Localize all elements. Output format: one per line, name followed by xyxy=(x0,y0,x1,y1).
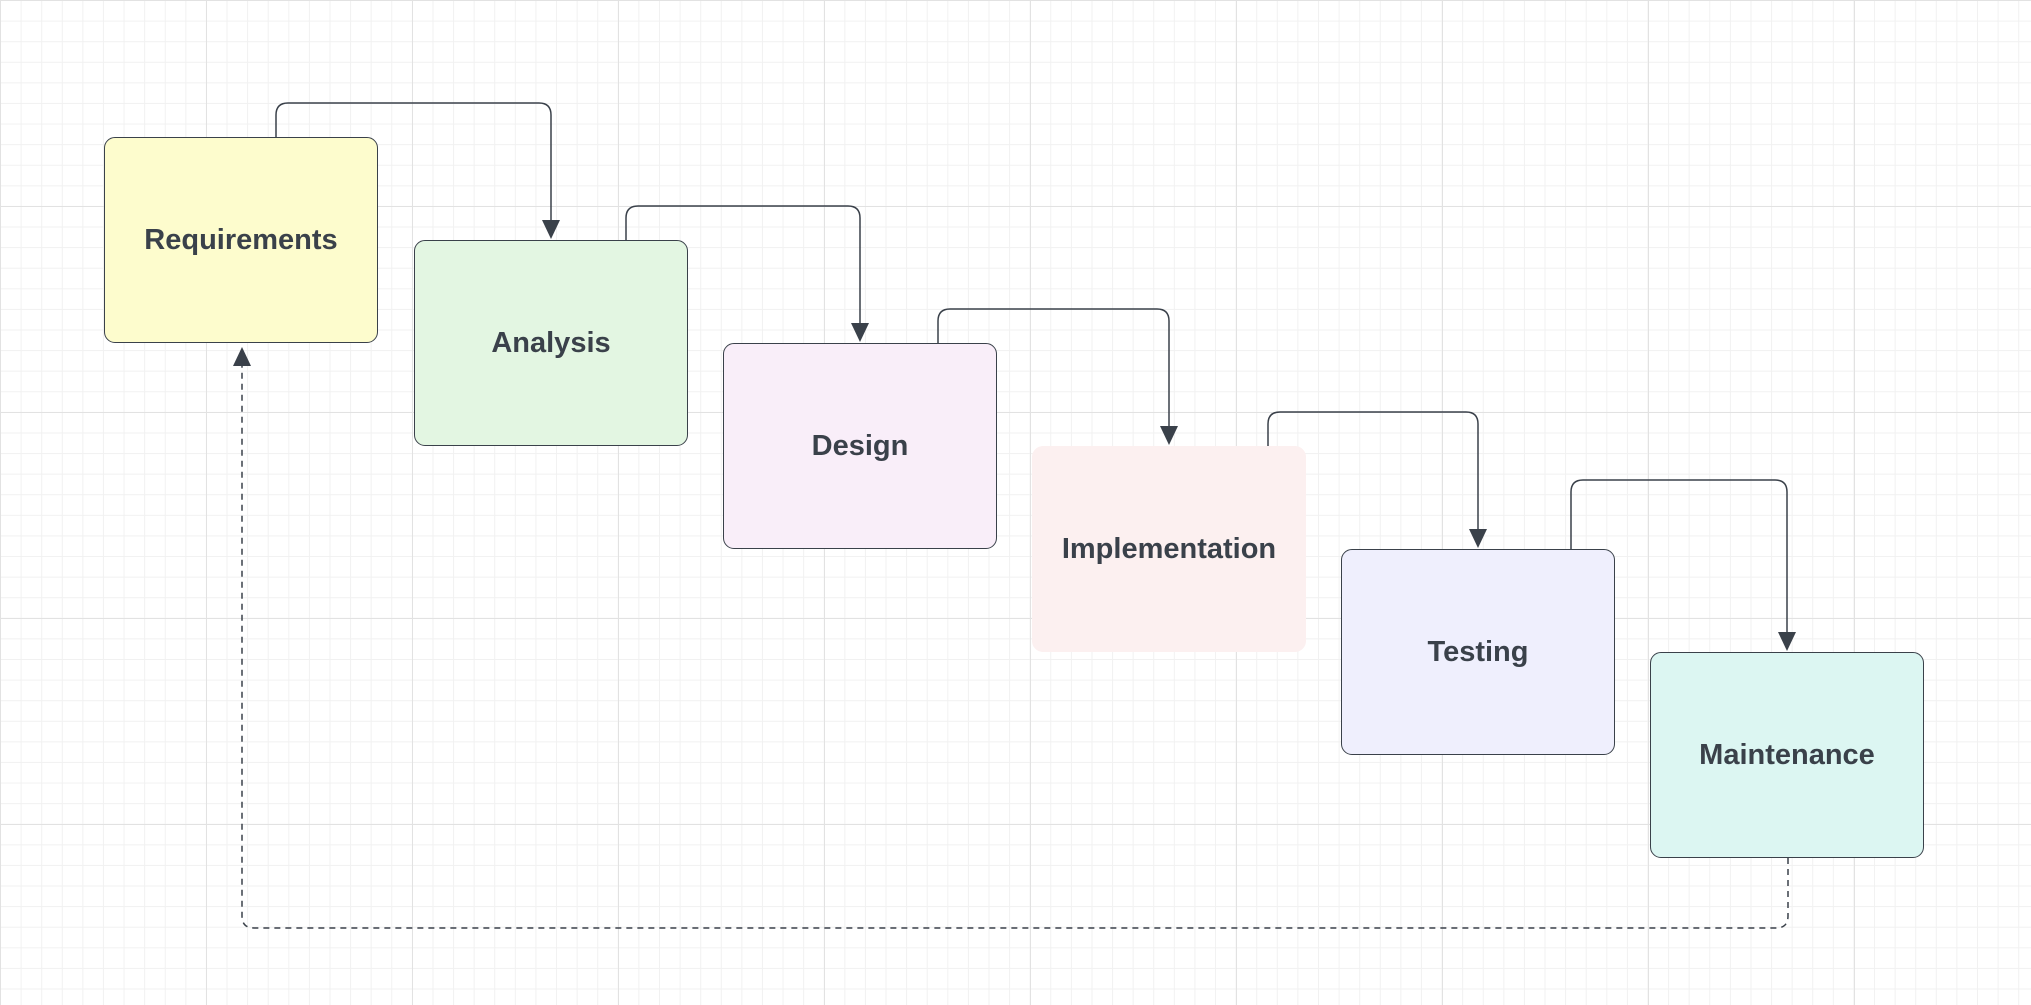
arrowhead-icon xyxy=(1469,529,1487,548)
stage-label: Design xyxy=(811,429,909,462)
stage-label: Requirements xyxy=(144,223,338,256)
connector-design-implementation[interactable] xyxy=(937,308,1178,445)
arrowhead-icon xyxy=(1160,426,1178,445)
stage-design[interactable]: Design xyxy=(723,343,997,549)
arrowhead-icon xyxy=(233,347,251,366)
stage-maintenance[interactable]: Maintenance xyxy=(1650,652,1924,858)
stage-testing[interactable]: Testing xyxy=(1341,549,1615,755)
arrowhead-icon xyxy=(542,220,560,239)
arrowhead-icon xyxy=(851,323,869,342)
connector-analysis-design[interactable] xyxy=(625,205,869,342)
connector-requirements-analysis[interactable] xyxy=(275,102,560,239)
stage-analysis[interactable]: Analysis xyxy=(414,240,688,446)
stage-label: Testing xyxy=(1427,635,1529,668)
stage-requirements[interactable]: Requirements xyxy=(104,137,378,343)
connector-testing-maintenance[interactable] xyxy=(1570,479,1796,651)
stage-label: Implementation xyxy=(1061,532,1277,565)
arrowhead-icon xyxy=(1778,632,1796,651)
stage-label: Maintenance xyxy=(1699,738,1875,771)
connector-maintenance-requirements[interactable] xyxy=(233,347,1789,929)
connector-implementation-testing[interactable] xyxy=(1267,411,1487,548)
stage-label: Analysis xyxy=(491,326,611,359)
stage-implementation[interactable]: Implementation xyxy=(1032,446,1306,652)
